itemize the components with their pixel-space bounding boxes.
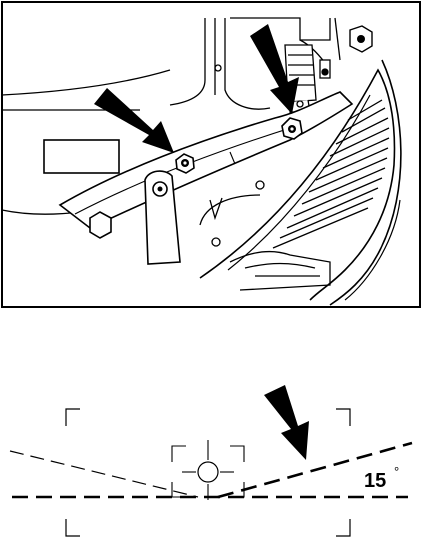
lower-housing: [199, 180, 331, 291]
crosshair-icon: [171, 440, 245, 500]
fastener-nut-right: [281, 117, 303, 140]
detail-view-panel: [1, 1, 421, 308]
shield-plate: [199, 59, 402, 306]
fastener-nut-left: [175, 153, 195, 174]
tilted-axis-line: [217, 441, 413, 499]
angle-diagram: 15 °: [9, 385, 413, 537]
angle-unit-label: °: [394, 464, 399, 479]
shield-vents: [272, 99, 390, 249]
arrow-icon: [264, 385, 309, 460]
left-hex-bolt: [89, 211, 112, 239]
arrow-icon: [94, 88, 174, 153]
upper-right-bolt: [349, 25, 373, 53]
tilted-reference-line: [9, 450, 199, 498]
arrow-icon: [250, 24, 299, 114]
angle-value-label: 15: [364, 470, 386, 492]
label-plate: [43, 139, 120, 174]
hanging-arm: [144, 170, 181, 265]
frame-corners: [65, 408, 351, 537]
